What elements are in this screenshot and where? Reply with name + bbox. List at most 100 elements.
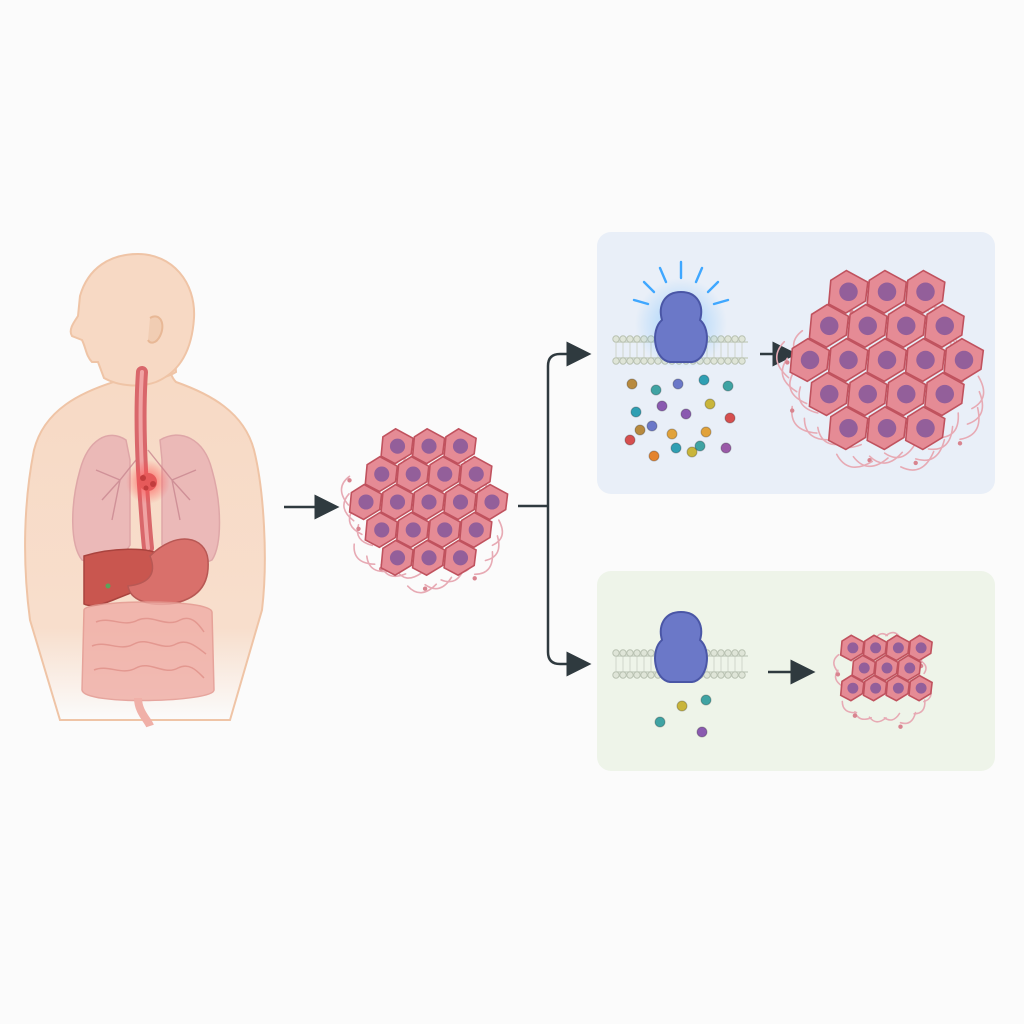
cancer-cell — [896, 654, 922, 682]
signaling-molecule-icon — [704, 398, 716, 410]
cancer-cell — [364, 455, 399, 493]
ear — [147, 315, 164, 344]
lipid-head — [612, 335, 620, 343]
cancer-cell — [866, 337, 908, 383]
cancer-cell — [443, 539, 477, 577]
activated-receptor-icon — [654, 290, 708, 363]
signaling-molecules — [624, 374, 736, 462]
cancer-cell — [395, 455, 430, 493]
stroma-dot — [785, 360, 790, 365]
stroma-fiber — [776, 340, 790, 379]
stroma-fiber — [914, 438, 946, 462]
lipid-head — [724, 335, 732, 343]
stroma-fiber — [852, 455, 889, 468]
cancer-cell — [411, 483, 446, 521]
intestines — [81, 601, 215, 728]
signaling-molecule-icon — [720, 442, 732, 454]
cancer-cell — [827, 405, 869, 451]
cancer-cell — [474, 483, 509, 521]
signaling-molecule-icon — [672, 378, 684, 390]
cancer-cell — [808, 371, 850, 417]
signaling-molecule-icon — [724, 412, 736, 424]
stroma-dot — [913, 460, 918, 466]
inactive-receptor-icon — [654, 610, 708, 683]
cancer-cell — [443, 483, 477, 521]
stroma-dot — [852, 713, 858, 718]
stroma-dot — [867, 458, 872, 463]
cancer-cell — [380, 539, 414, 577]
cancer-cell — [885, 371, 927, 417]
tumor-cell-cluster — [340, 427, 509, 594]
large-tumor-growth-icon — [789, 269, 985, 451]
stroma-dot — [472, 576, 477, 581]
stroma-fiber — [835, 453, 874, 468]
stroma-dot — [898, 724, 903, 729]
signaling-molecule-icon — [670, 442, 682, 454]
stroma-fiber — [340, 475, 351, 506]
cancer-cell — [827, 269, 869, 315]
stroma-dot — [422, 586, 428, 591]
lipid-head — [731, 335, 739, 343]
lipid-head — [612, 357, 620, 365]
stroma-fiber — [484, 535, 500, 562]
lipid-head — [612, 649, 620, 657]
small-tumor-icon — [839, 634, 933, 702]
lipid-head — [640, 357, 648, 365]
lipid-head — [731, 671, 739, 679]
lipid-head — [724, 671, 732, 679]
cancer-cell — [808, 303, 850, 349]
lipid-head — [619, 671, 627, 679]
stroma-fiber — [919, 660, 927, 675]
cancer-cell — [862, 674, 888, 702]
stroma-fiber — [885, 631, 900, 637]
stroma-fiber — [833, 653, 840, 673]
lipid-head — [717, 357, 725, 365]
cancer-cell — [427, 455, 462, 493]
lipid-head — [710, 649, 718, 657]
stroma-fiber — [868, 451, 904, 464]
lipid-head — [647, 649, 655, 657]
activation-rays — [632, 260, 730, 306]
lipid-head — [738, 671, 746, 679]
signaling-molecule-icon — [646, 420, 658, 432]
human-torso-anatomy-icon — [24, 252, 266, 728]
cancer-cell — [348, 483, 383, 521]
signaling-molecule-icon — [676, 700, 688, 712]
signaling-molecule-icon — [696, 726, 708, 738]
lipid-head — [619, 649, 627, 657]
stroma-fiber — [900, 450, 935, 471]
signaling-molecule-icon — [626, 378, 638, 390]
cancer-cell — [904, 405, 946, 451]
cancer-cell — [847, 371, 888, 417]
lipid-head — [633, 649, 641, 657]
lipid-head — [717, 649, 725, 657]
lipid-head — [738, 357, 746, 365]
stroma-fiber — [491, 519, 504, 547]
lipid-head — [626, 357, 634, 365]
signaling-molecule-icon — [656, 400, 668, 412]
stroma-fiber — [927, 425, 954, 451]
cancer-cell — [827, 337, 869, 383]
stroma-fiber — [959, 406, 980, 441]
lipid-head — [724, 649, 732, 657]
cancer-cell — [904, 337, 946, 383]
signaling-molecule-icon — [666, 428, 678, 440]
active-signaling-panel — [597, 232, 995, 494]
stroma-dot — [356, 526, 361, 531]
lipid-head — [619, 335, 627, 343]
cancer-cell — [380, 483, 414, 521]
lipid-head — [619, 357, 627, 365]
lipid-head — [626, 649, 634, 657]
signaling-molecule-icon — [686, 446, 698, 458]
reduced-signaling-panel — [597, 571, 995, 771]
cancer-cell — [943, 337, 985, 383]
stroma-fiber — [841, 700, 858, 714]
cancer-cell — [924, 371, 965, 417]
lipid-head — [731, 357, 739, 365]
cancer-cell — [908, 634, 933, 662]
lipid-head — [710, 671, 718, 679]
cancer-cell — [458, 511, 493, 549]
branch-connector — [518, 341, 592, 677]
cancer-cell — [411, 427, 446, 465]
